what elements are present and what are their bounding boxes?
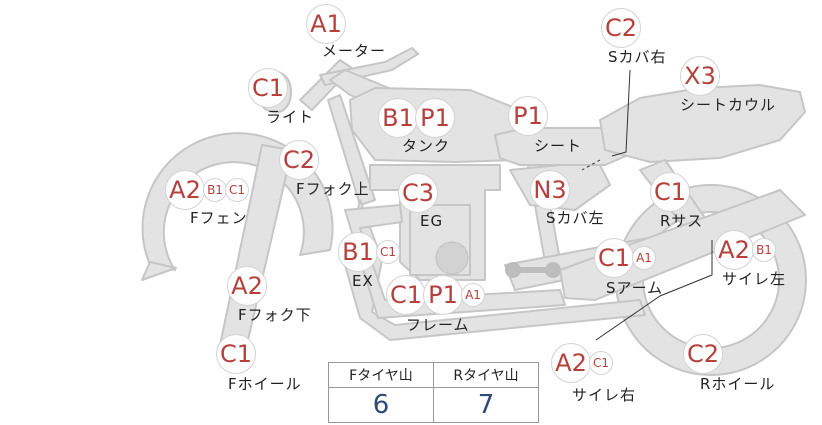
f-fender-grade-badge: B1 <box>203 178 227 202</box>
meter-grades: A1 <box>306 4 346 44</box>
muffler-right-grade-badge: C1 <box>589 351 613 375</box>
f-wheel-label: Fホイール <box>228 375 302 393</box>
muffler-left-grade-badge: B1 <box>752 238 776 262</box>
tank-grade-badge: P1 <box>415 98 455 138</box>
swingarm-label: Sアーム <box>606 279 664 297</box>
frame-grade-badge: A1 <box>461 283 485 307</box>
rear-tire-value: 7 <box>433 387 539 423</box>
fork-upper-label: Fフォク上 <box>296 180 370 198</box>
s-cover-left-grade-badge: N3 <box>530 170 570 210</box>
f-wheel-grade-badge: C1 <box>216 334 256 374</box>
fork-lower-label: Fフォク下 <box>238 306 312 324</box>
seat-label: シート <box>534 137 583 155</box>
s-cover-right-grades: C2 <box>601 8 641 48</box>
fork-lower-grade-badge: A2 <box>227 266 267 306</box>
muffler-right-grade-badge: A2 <box>551 343 591 383</box>
tire-tread-table: Fタイヤ山 Rタイヤ山 6 7 <box>328 362 539 423</box>
seat-grade-badge: P1 <box>508 96 548 136</box>
seat-cowl-grades: X3 <box>680 56 720 96</box>
r-suspension-label: Rサス <box>660 212 704 230</box>
r-wheel-grades: C2 <box>683 334 723 374</box>
frame-grade-badge: P1 <box>423 275 463 315</box>
r-wheel-label: Rホイール <box>700 375 776 393</box>
fork-upper-grade-badge: C2 <box>279 140 319 180</box>
meter-label: メーター <box>322 42 387 60</box>
seat-cowl-shape <box>599 84 806 163</box>
exhaust-label: EX <box>352 272 374 290</box>
fork-lower-grades: A2 <box>227 266 267 306</box>
f-fender-label: Fフェン <box>190 209 248 227</box>
rear-tire-header: Rタイヤ山 <box>433 362 539 388</box>
exhaust-grade-badge: B1 <box>338 232 378 272</box>
engine-grades: C3 <box>398 173 438 213</box>
swingarm-grade-badge: C1 <box>594 238 634 278</box>
front-tire-value: 6 <box>328 387 434 423</box>
s-cover-left-label: Sカバ左 <box>546 209 605 227</box>
seat-cowl-label: シートカウル <box>680 96 777 114</box>
exhaust-grade-badge: C1 <box>376 240 400 264</box>
tank-label: タンク <box>402 137 451 155</box>
s-cover-right-grade-badge: C2 <box>601 8 641 48</box>
seat-cowl-grade-badge: X3 <box>680 56 720 96</box>
muffler-right-label: サイレ右 <box>572 386 637 404</box>
s-cover-left-grades: N3 <box>530 170 570 210</box>
engine-grade-badge: C3 <box>398 173 438 213</box>
r-wheel-grade-badge: C2 <box>683 334 723 374</box>
r-suspension-grades: C1 <box>650 172 690 212</box>
r-suspension-grade-badge: C1 <box>650 172 690 212</box>
swingarm-grade-badge: A1 <box>632 246 656 270</box>
meter-grade-badge: A1 <box>306 4 346 44</box>
light-label: ライト <box>266 108 315 126</box>
fork-upper-grades: C2 <box>279 140 319 180</box>
front-tire-header: Fタイヤ山 <box>328 362 434 388</box>
muffler-left-grade-badge: A2 <box>714 230 754 270</box>
seat-grades: P1 <box>508 96 548 136</box>
light-grades: C1 <box>248 68 288 108</box>
muffler-left-label: サイレ左 <box>722 270 787 288</box>
s-cover-right-label: Sカバ右 <box>608 48 667 66</box>
frame-grade-badge: C1 <box>386 275 426 315</box>
f-fender-grade-badge: C1 <box>225 178 249 202</box>
tank-grade-badge: B1 <box>378 98 418 138</box>
f-wheel-grades: C1 <box>216 334 256 374</box>
f-fender-grade-badge: A2 <box>165 170 205 210</box>
frame-label: フレーム <box>406 316 470 334</box>
light-grade-badge: C1 <box>248 68 288 108</box>
engine-label: EG <box>420 212 444 230</box>
